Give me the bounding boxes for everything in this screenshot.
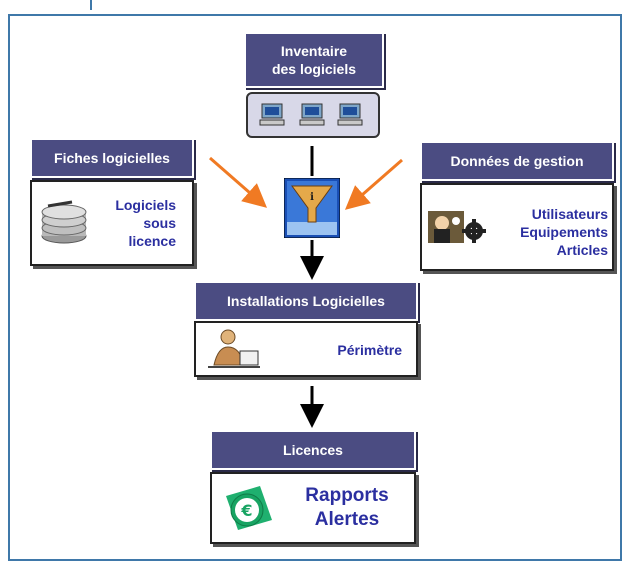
licences-header: Licences [210, 430, 416, 470]
computer-icon [337, 103, 363, 126]
installations-header: Installations Logicielles [194, 281, 418, 321]
donnees-line3: Articles [556, 242, 608, 258]
frame-top-line [0, 0, 92, 10]
donnees-header: Données de gestion [420, 141, 614, 181]
donnees-title: Données de gestion [450, 153, 584, 169]
computers-row [259, 103, 363, 126]
donnees-line1: Utilisateurs [531, 206, 608, 222]
licences-line1: Rapports [305, 485, 389, 506]
installations-line1: Périmètre [337, 342, 402, 358]
licences-box: € Rapports Alertes [210, 472, 416, 544]
svg-text:€: € [240, 501, 252, 520]
donnees-line2: Equipements [520, 224, 608, 240]
inventaire-title-line2: des logiciels [271, 61, 357, 77]
installations-box: Périmètre [194, 321, 418, 377]
licences-title: Licences [283, 442, 343, 458]
licences-line2: Alertes [314, 509, 380, 530]
donnees-box: Utilisateurs Equipements Articles [420, 183, 614, 271]
arrow-donnees-to-filter [344, 158, 403, 210]
svg-text:i: i [310, 192, 314, 203]
fiches-title: Fiches logicielles [54, 150, 170, 166]
disk-stack-icon [41, 200, 87, 244]
euro-coin-icon: € [226, 486, 272, 530]
fiches-box: Logiciels sous licence [30, 180, 194, 266]
installations-title: Installations Logicielles [227, 293, 385, 309]
fiches-line1: Logiciels [115, 197, 176, 213]
gear-person-icon [428, 211, 486, 243]
fiches-line3: licence [128, 233, 176, 249]
inventaire-title-line1: Inventaire [280, 43, 348, 59]
office-worker-icon [208, 329, 260, 368]
fiches-line2: sous [143, 215, 176, 231]
fiches-header: Fiches logicielles [30, 138, 194, 178]
filter-funnel-icon: i [284, 178, 340, 238]
arrow-fiches-to-filter [209, 156, 268, 208]
inventaire-header: Inventaire des logiciels [244, 32, 384, 88]
computer-icon [299, 103, 325, 126]
inventaire-computers-box [246, 92, 380, 138]
computer-icon [259, 103, 285, 126]
